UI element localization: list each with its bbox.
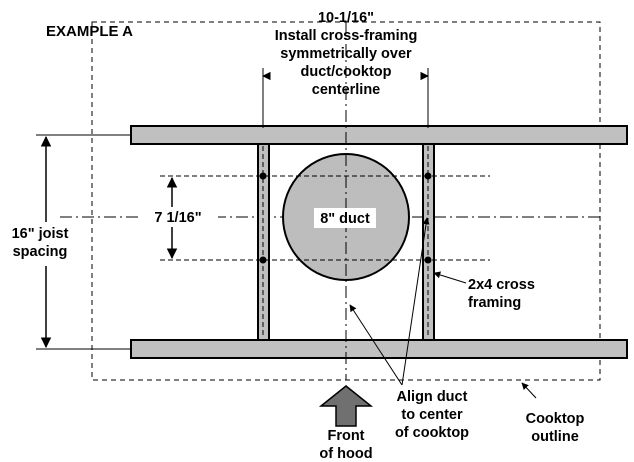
fastener-dot [259, 172, 267, 180]
front-of-hood-arrow-icon [318, 385, 374, 427]
leader-framing [433, 271, 467, 284]
cooktop-outline-label: outline [531, 429, 579, 445]
joist-spacing-label: 16" joist [12, 226, 69, 242]
duct-label-mask [314, 208, 376, 228]
joist-top [130, 125, 628, 145]
align-note: to center [401, 407, 463, 423]
joist-spacing-label: spacing [13, 244, 68, 260]
leader-align-left [349, 304, 403, 386]
cross-framing-note-line: Install cross-framing [275, 28, 418, 44]
front-of-hood-label: of hood [319, 446, 372, 462]
cooktop-outline-label: Cooktop [526, 411, 585, 427]
duct-label: 8" duct [320, 211, 370, 227]
framing-label: framing [468, 295, 521, 311]
framing-label: 2x4 cross [468, 277, 535, 293]
align-note: Align duct [397, 389, 468, 405]
fastener-dot [259, 256, 267, 264]
cross-framing-note-line: symmetrically over [280, 46, 412, 62]
fastener-dot [424, 172, 432, 180]
joist-label-mask [4, 222, 76, 266]
fastener-dot [424, 256, 432, 264]
front-of-hood-label: Front [327, 428, 364, 444]
dim-10-label: 10-1/16" [318, 10, 374, 26]
leader-cooktop [521, 382, 537, 399]
cross-framing-note-line: centerline [312, 82, 381, 98]
align-note: of cooktop [395, 425, 469, 441]
dim-7-label: 7 1/16" [154, 210, 201, 226]
cross-framing-note-line: duct/cooktop [300, 64, 391, 80]
diagram-title: EXAMPLE A [46, 23, 133, 40]
leader-align-right [401, 217, 430, 386]
dim-7-label-mask [138, 207, 218, 227]
